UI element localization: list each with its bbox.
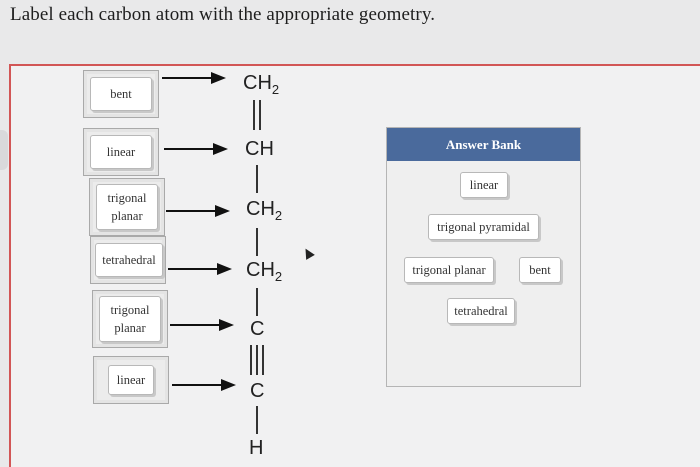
drop-target-5[interactable]: trigonal planar xyxy=(92,290,168,348)
atom-ch2-3: CH2 xyxy=(246,259,283,284)
atom-c2: C xyxy=(250,380,265,402)
chip-label: bent xyxy=(110,86,132,101)
chip-label: trigonal pyramidal xyxy=(437,219,530,234)
drop-target-4[interactable]: tetrahedral xyxy=(90,236,166,284)
chip-label: linear xyxy=(106,144,136,159)
single-bond-4 xyxy=(256,406,258,434)
arrow-3 xyxy=(166,205,230,217)
chip-label: tetrahedral xyxy=(102,252,156,267)
double-bond-1a xyxy=(253,100,255,130)
arrow-2 xyxy=(164,143,228,155)
placed-chip-6[interactable]: linear xyxy=(108,365,154,395)
chip-label: bent xyxy=(529,262,551,277)
drop-target-1[interactable]: bent xyxy=(83,70,159,118)
drop-target-3[interactable]: trigonal planar xyxy=(89,178,165,236)
atom-ch2-2: CH2 xyxy=(246,198,283,223)
double-bond-1b xyxy=(259,100,261,130)
single-bond-2 xyxy=(256,228,258,256)
placed-chip-4[interactable]: tetrahedral xyxy=(95,243,163,277)
bank-chip-tetrahedral[interactable]: tetrahedral xyxy=(447,298,515,324)
triple-bond-a xyxy=(250,345,252,375)
triple-bond-b xyxy=(256,345,258,375)
question-text: Label each carbon atom with the appropri… xyxy=(10,4,436,25)
bank-chip-linear[interactable]: linear xyxy=(460,172,508,198)
chip-label: trigonal planar xyxy=(107,190,147,223)
triple-bond-c xyxy=(262,345,264,375)
arrow-6 xyxy=(172,379,236,391)
drop-target-2[interactable]: linear xyxy=(83,128,159,176)
sidebar-tab[interactable] xyxy=(0,130,8,170)
arrow-1 xyxy=(162,72,226,84)
arrow-4 xyxy=(168,263,232,275)
chip-label: linear xyxy=(469,177,499,192)
bank-chip-trigonal-planar[interactable]: trigonal planar xyxy=(404,257,494,283)
atom-c1: C xyxy=(250,318,265,340)
placed-chip-3[interactable]: trigonal planar xyxy=(96,184,158,230)
arrow-5 xyxy=(170,319,234,331)
chip-label: trigonal planar xyxy=(110,302,150,335)
chip-label: trigonal planar xyxy=(412,262,486,277)
placed-chip-5[interactable]: trigonal planar xyxy=(99,296,161,342)
bank-chip-trigonal-pyramidal[interactable]: trigonal pyramidal xyxy=(428,214,539,240)
answer-bank-title: Answer Bank xyxy=(387,128,580,161)
placed-chip-1[interactable]: bent xyxy=(90,77,152,111)
placed-chip-2[interactable]: linear xyxy=(90,135,152,169)
drop-target-6[interactable]: linear xyxy=(93,356,169,404)
atom-h: H xyxy=(249,437,264,459)
single-bond-3 xyxy=(256,288,258,316)
atom-ch: CH xyxy=(245,138,274,160)
chip-label: linear xyxy=(116,372,146,387)
answer-bank: Answer Bank linear trigonal pyramidal tr… xyxy=(386,127,581,387)
chip-label: tetrahedral xyxy=(454,303,508,318)
atom-ch2-1: CH2 xyxy=(243,72,280,97)
bank-chip-bent[interactable]: bent xyxy=(519,257,561,283)
single-bond-1 xyxy=(256,165,258,193)
